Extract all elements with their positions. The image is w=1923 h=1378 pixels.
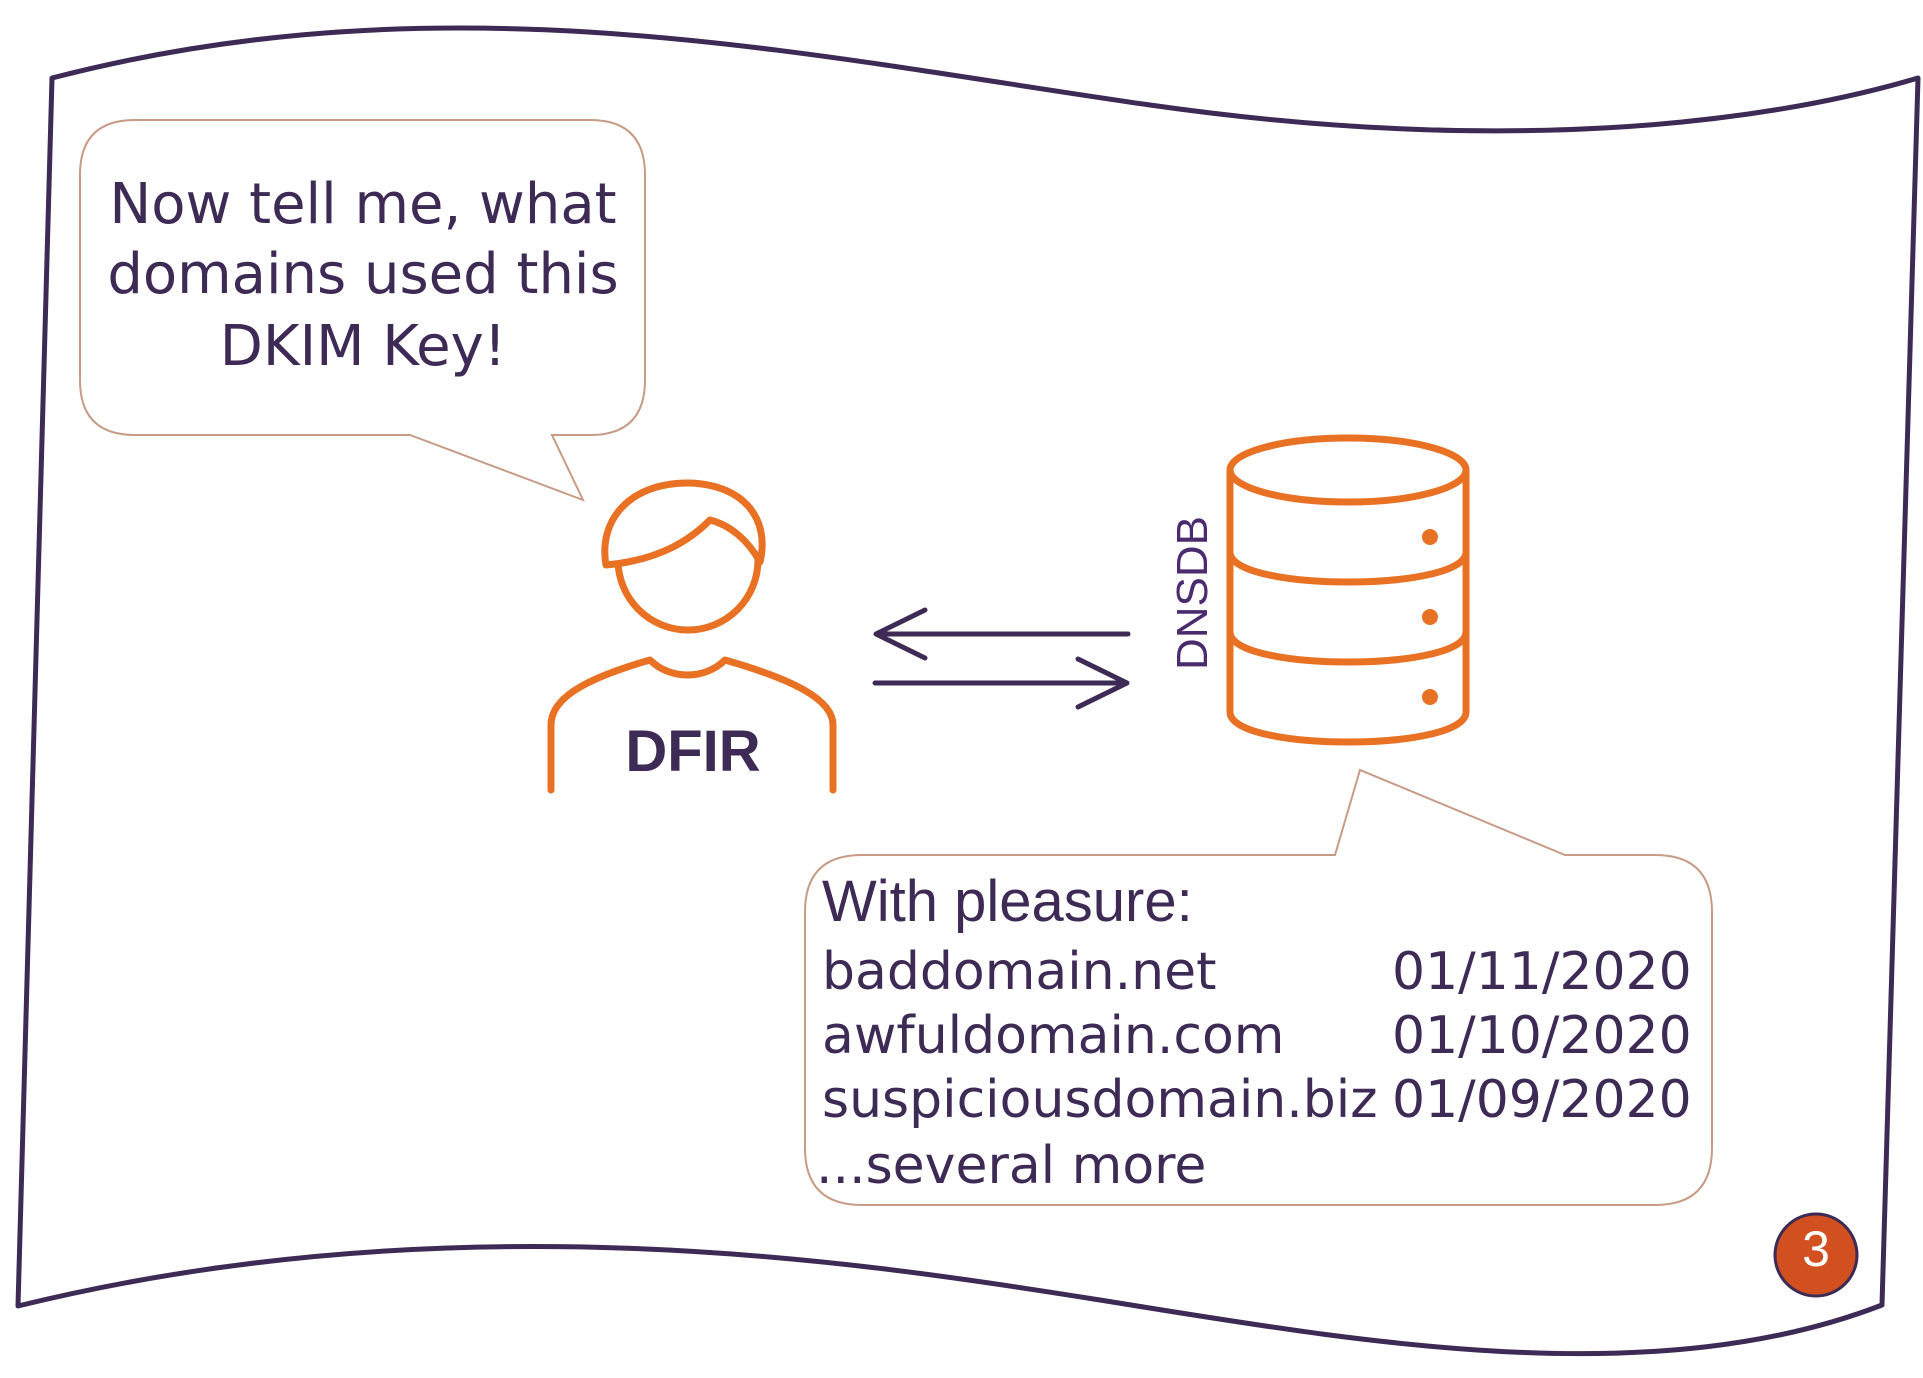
database-icon	[1226, 434, 1470, 746]
result-domain: suspiciousdomain.biz	[822, 1070, 1378, 1130]
more-results-text: ...several more	[816, 1136, 1207, 1196]
answer-heading: With pleasure:	[822, 869, 1193, 934]
page-number: 3	[1802, 1221, 1830, 1277]
person-icon	[547, 479, 837, 794]
bidirectional-arrows-icon	[872, 607, 1131, 710]
question-bubble	[79, 119, 646, 502]
database-label: DNSDB	[1168, 515, 1217, 670]
answer-bubble	[804, 768, 1713, 1206]
result-domain: baddomain.net	[822, 942, 1217, 1002]
result-date: 01/09/2020	[1392, 1070, 1692, 1130]
question-line-3: DKIM Key!	[219, 314, 507, 379]
result-date: 01/10/2020	[1392, 1006, 1692, 1066]
result-date: 01/11/2020	[1392, 942, 1692, 1002]
result-domain: awfuldomain.com	[822, 1006, 1285, 1066]
page-number-badge	[1773, 1212, 1859, 1298]
question-line-1: Now tell me, what	[109, 172, 617, 237]
question-line-2: domains used this	[107, 242, 619, 307]
person-label: DFIR	[625, 719, 761, 784]
